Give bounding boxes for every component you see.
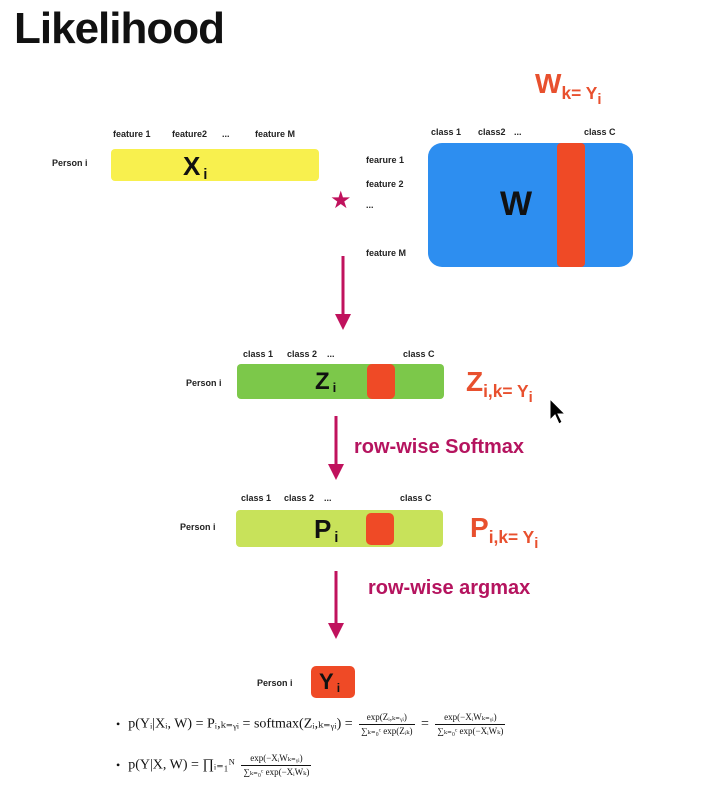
w-class-header-2: class2 bbox=[478, 127, 506, 137]
argmax-label: row-wise argmax bbox=[368, 577, 531, 599]
feature-header-ellipsis: ... bbox=[222, 129, 230, 139]
z-class-header-ellipsis: ... bbox=[327, 349, 335, 359]
p-selected-label: Pi,k= Yi bbox=[470, 512, 539, 553]
z-class-header-c: class C bbox=[403, 349, 435, 359]
w-label: W bbox=[500, 185, 533, 223]
p-selected-cell bbox=[366, 513, 394, 545]
likelihood-formula-single: •p(Yᵢ|Xᵢ, W) = Pᵢ,ₖ₌ᵧᵢ = softmax(Zᵢ,ₖ₌ᵧᵢ… bbox=[116, 712, 506, 736]
likelihood-formula-product: •p(Y|X, W) = ∏ᵢ₌₁ᴺ exp(−XᵢWₖ₌ᵧᵢ)∑ₖ₌₀ᶜ ex… bbox=[116, 753, 312, 777]
z-person-label: Person i bbox=[186, 378, 222, 388]
w-row-label-m: feature M bbox=[366, 248, 407, 258]
x-person-label: Person i bbox=[52, 158, 88, 168]
formula-fraction-product: exp(−XᵢWₖ₌ᵧᵢ)∑ₖ₌₀ᶜ exp(−XᵢWₖ) bbox=[241, 753, 312, 777]
w-row-label-2: feature 2 bbox=[366, 179, 404, 189]
page-title: Likelihood bbox=[14, 4, 225, 53]
w-class-header-c: class C bbox=[584, 127, 616, 137]
w-class-header-1: class 1 bbox=[431, 127, 462, 137]
feature-header-2: feature2 bbox=[172, 129, 208, 139]
formula-fraction-exp-z: exp(Zᵢ,ₖ₌ᵧᵢ)∑ₖ₌₀ᶜ exp(Zᵢₖ) bbox=[359, 712, 415, 736]
z-class-header-1: class 1 bbox=[243, 349, 274, 359]
arrow-down-icon bbox=[328, 571, 344, 639]
z-selected-label: Zi,k= Yi bbox=[466, 366, 533, 407]
mouse-cursor-icon bbox=[549, 398, 567, 425]
w-selected-column bbox=[557, 143, 585, 267]
formula-fraction-exp-xw: exp(−XᵢWₖ₌ᵧᵢ)∑ₖ₌₀ᶜ exp(−XᵢWₖ) bbox=[435, 712, 506, 736]
w-row-label-1: fearure 1 bbox=[366, 155, 405, 165]
z-selected-cell bbox=[367, 364, 395, 399]
star-multiply-icon: ★ bbox=[330, 187, 352, 214]
p-class-header-c: class C bbox=[400, 493, 432, 503]
feature-header-m: feature M bbox=[255, 129, 296, 139]
p-class-header-ellipsis: ... bbox=[324, 493, 332, 503]
p-person-label: Person i bbox=[180, 522, 216, 532]
feature-header-1: feature 1 bbox=[113, 129, 151, 139]
arrow-down-icon bbox=[328, 416, 344, 480]
w-selected-label: Wk= Yi bbox=[535, 68, 602, 109]
w-matrix: W bbox=[428, 143, 633, 267]
z-class-header-2: class 2 bbox=[287, 349, 318, 359]
softmax-label: row-wise Softmax bbox=[354, 436, 525, 458]
y-person-label: Person i bbox=[257, 678, 293, 688]
w-class-header-ellipsis: ... bbox=[514, 127, 522, 137]
w-row-label-ellipsis: ... bbox=[366, 200, 374, 210]
p-class-header-1: class 1 bbox=[241, 493, 272, 503]
arrow-down-icon bbox=[335, 256, 351, 330]
p-class-header-2: class 2 bbox=[284, 493, 315, 503]
